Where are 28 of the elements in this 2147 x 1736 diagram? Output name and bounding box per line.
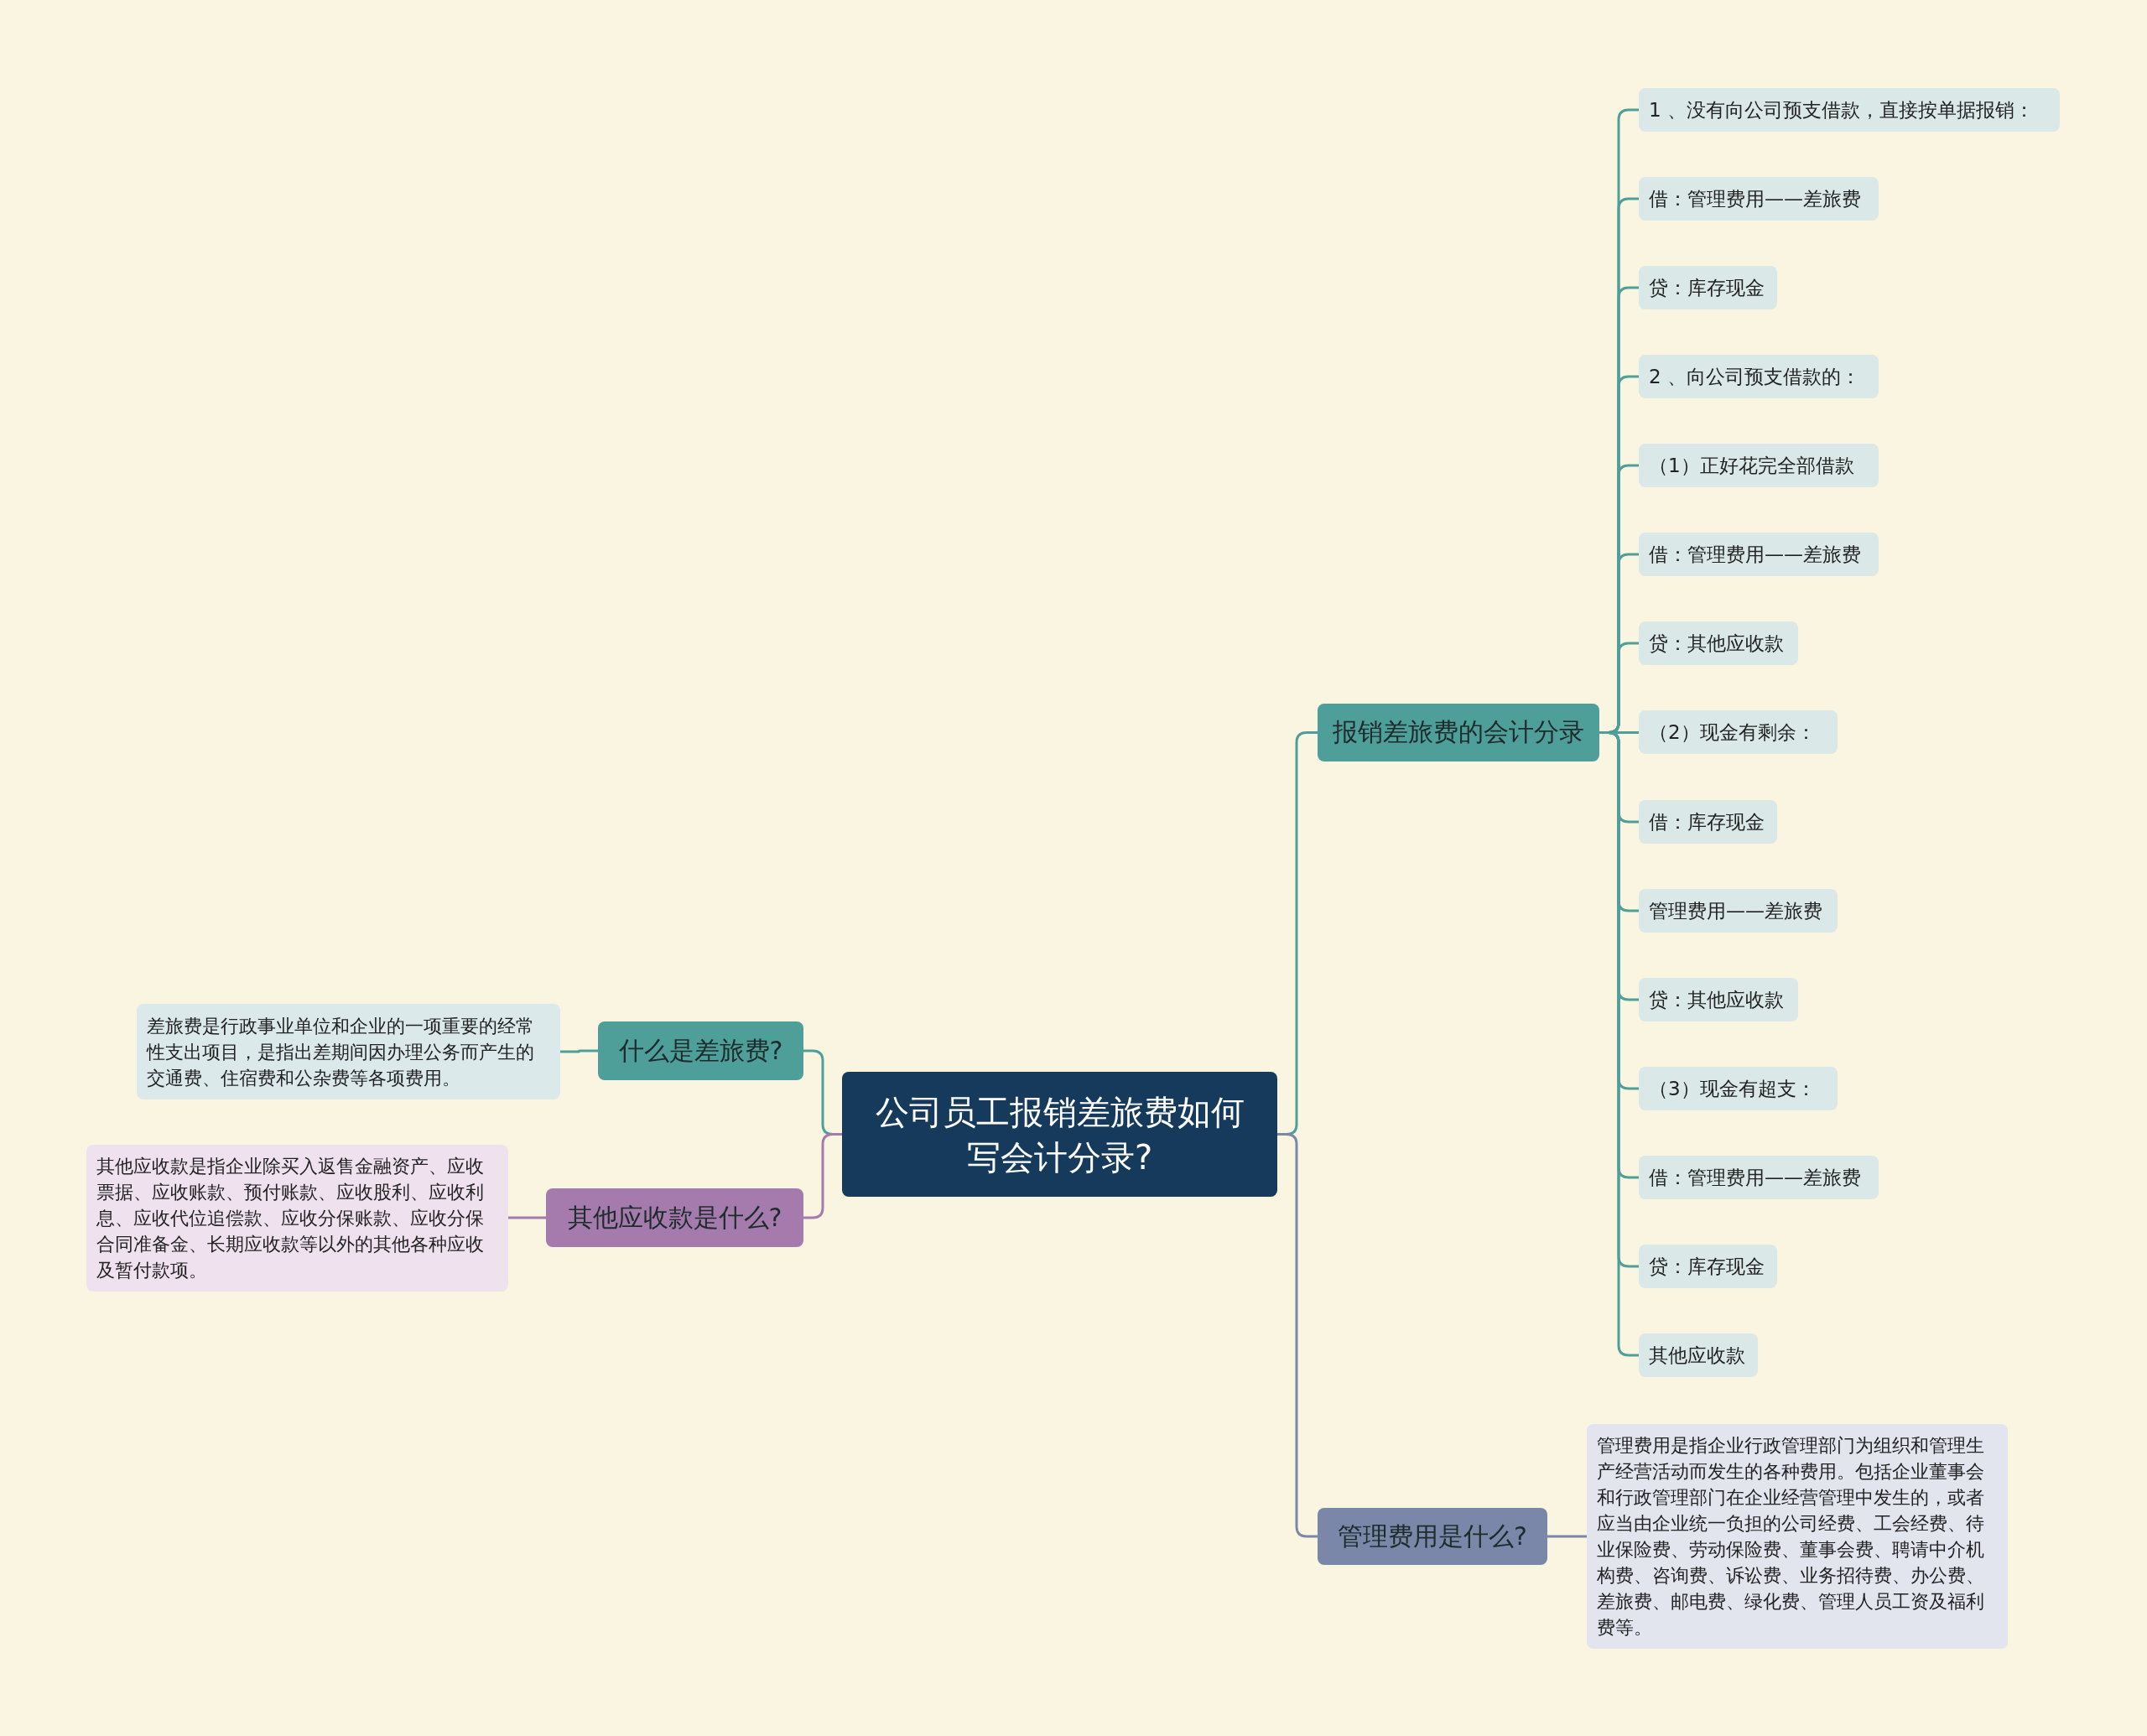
note-box: 管理费用是指企业行政管理部门为组织和管理生产经营活动而发生的各种费用。包括企业董事会和行政管理部门在企业经营管理中发生的，或者应当由企业统一负担的公司经费、工会经费、待业保险费、劳动保险费、董事会费、聘请中介机构费、咨询费、诉讼费、业务招待费、办公费、差旅费、邮电费、绿化费、管理人员工资及福利费等。 [1587, 1424, 2008, 1649]
entry-box: 管理费用——差旅费 [1639, 889, 1838, 933]
entry-box: 借：管理费用——差旅费 [1639, 1156, 1879, 1199]
entry-box: （2）现金有剩余： [1639, 710, 1838, 754]
entry-box: 贷：其他应收款 [1639, 978, 1798, 1021]
connector-line [508, 1216, 546, 1219]
entry-box: 2 、向公司预支借款的： [1639, 355, 1879, 398]
topic-box: 管理费用是什么? [1318, 1508, 1547, 1565]
note-box: 差旅费是行政事业单位和企业的一项重要的经常性支出项目，是指出差期间因办理公务而产生的交通费、住宿费和公杂费等各项费用。 [137, 1004, 560, 1099]
connector-line [560, 1049, 598, 1053]
entry-box: 1 、没有向公司预支借款，直接按单据报销： [1639, 88, 2060, 132]
topic-box: 其他应收款是什么? [546, 1188, 803, 1247]
entry-box: （3）现金有超支： [1639, 1067, 1838, 1110]
entry-box: 贷：库存现金 [1639, 1245, 1777, 1288]
entry-box: 贷：库存现金 [1639, 266, 1777, 309]
central-topic-box: 公司员工报销差旅费如何写会计分录? [842, 1072, 1277, 1197]
topic-box: 报销差旅费的会计分录 [1318, 704, 1599, 761]
connector-line [1277, 1133, 1318, 1538]
entry-box: （1）正好花完全部借款 [1639, 444, 1879, 487]
entry-box: 借：管理费用——差旅费 [1639, 177, 1879, 221]
connector-line [803, 1133, 842, 1219]
entry-box: 借：管理费用——差旅费 [1639, 533, 1879, 576]
entry-box: 其他应收款 [1639, 1333, 1758, 1377]
entry-box: 借：库存现金 [1639, 800, 1777, 844]
entry-box: 贷：其他应收款 [1639, 621, 1798, 665]
topic-box: 什么是差旅费? [598, 1021, 803, 1080]
note-box: 其他应收款是指企业除买入返售金融资产、应收票据、应收账款、预付账款、应收股利、应收利息、应收代位追偿款、应收分保账款、应收分保合同准备金、长期应收款等以外的其他各种应收及暂付款项。 [86, 1145, 508, 1292]
connector-line [1547, 1535, 1587, 1538]
